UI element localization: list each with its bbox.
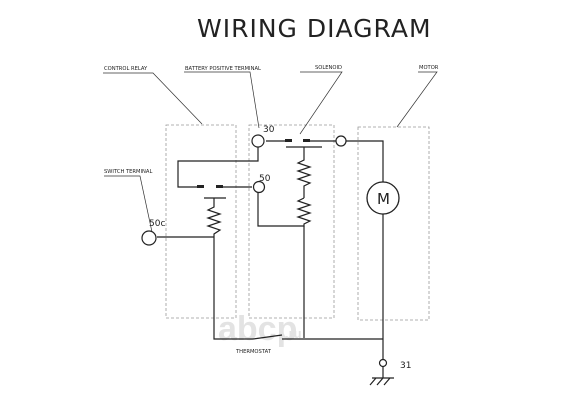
thermostat-switch bbox=[252, 334, 383, 340]
relay-coil bbox=[204, 197, 226, 237]
relay-feed-wire bbox=[177, 147, 259, 188]
watermark-logo: abcp bbox=[218, 310, 297, 348]
motor-symbol: M bbox=[377, 190, 390, 208]
solenoid-label: SOLENOID bbox=[315, 65, 342, 71]
control-relay-leader bbox=[103, 72, 203, 125]
hold-in-coil bbox=[257, 186, 312, 227]
solenoid-contact-left bbox=[285, 139, 292, 142]
watermark-suffix: .ru bbox=[285, 326, 302, 341]
battery-terminal-leader bbox=[184, 71, 260, 129]
solenoid-contact-right bbox=[303, 139, 310, 142]
pull-in-coil bbox=[296, 152, 312, 198]
terminal-50-label: 50 bbox=[259, 174, 271, 184]
watermark: abcp .ru bbox=[218, 310, 302, 348]
terminals: 30 50 50c 31 bbox=[141, 125, 411, 371]
ground-symbol bbox=[369, 367, 394, 386]
terminal-31-label: 31 bbox=[400, 361, 411, 371]
terminal-31-circle bbox=[378, 358, 388, 368]
thermostat-label: THERMOSTAT bbox=[235, 349, 272, 355]
switch-terminal-leader bbox=[104, 175, 153, 233]
solenoid-leader bbox=[299, 71, 343, 135]
terminal-50c-label: 50c bbox=[149, 219, 165, 229]
control-relay-label: CONTROL RELAY bbox=[104, 66, 148, 72]
solenoid-plunger-bar bbox=[286, 146, 322, 152]
relay-ground-wire bbox=[213, 237, 253, 340]
relay-contact-left bbox=[197, 185, 204, 188]
motor-feed-wire bbox=[346, 140, 384, 182]
motor-circle bbox=[366, 181, 400, 215]
terminal-50c-circle bbox=[141, 230, 157, 246]
motor-box bbox=[357, 126, 430, 321]
control-relay-box bbox=[165, 124, 237, 319]
terminal-30-label: 30 bbox=[263, 125, 275, 135]
diagram-title: WIRING DIAGRAM bbox=[197, 14, 432, 43]
solenoid-box bbox=[248, 124, 335, 319]
terminal-30-circle bbox=[251, 134, 265, 148]
motor-terminal-circle bbox=[335, 135, 347, 147]
motor: M bbox=[366, 181, 400, 215]
motor-leader bbox=[396, 71, 438, 128]
contacts bbox=[197, 139, 310, 188]
motor-label: MOTOR bbox=[419, 65, 439, 71]
terminal-50-circle bbox=[252, 180, 266, 194]
switch-terminal-label: SWITCH TERMINAL bbox=[104, 169, 152, 175]
battery-positive-terminal-label: BATTERY POSITIVE TERMINAL bbox=[185, 66, 261, 72]
wiring bbox=[157, 140, 394, 386]
relay-contact-right bbox=[216, 185, 223, 188]
